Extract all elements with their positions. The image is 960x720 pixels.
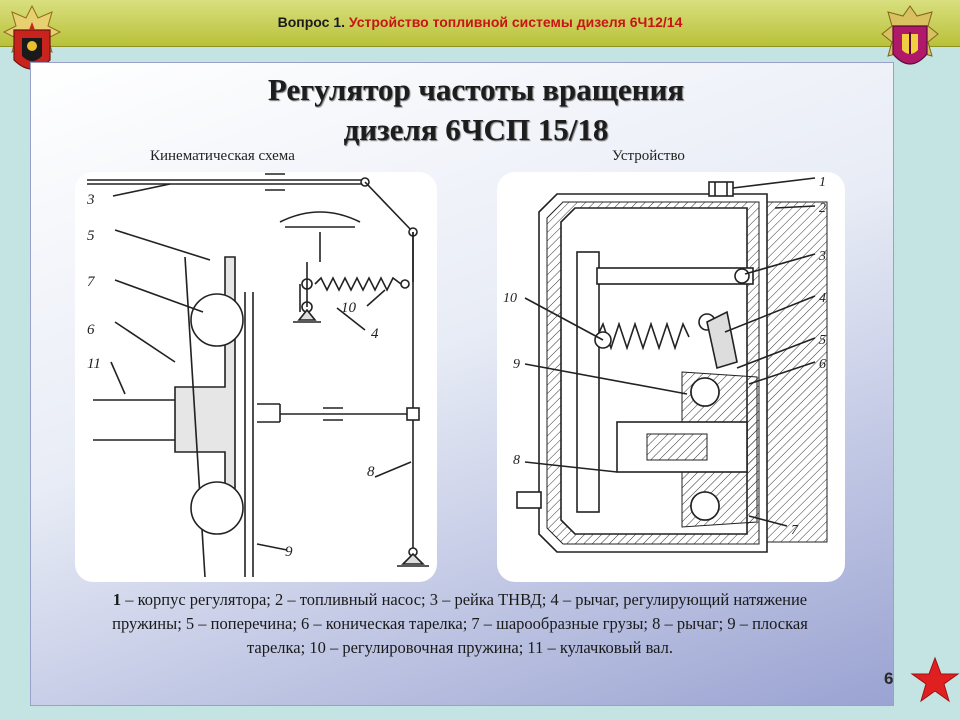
kinematic-label-4: 4 (371, 326, 379, 342)
device-diagram-svg: 1 2 3 10 4 5 6 9 8 7 (503, 175, 828, 553)
branch-emblem-icon (881, 5, 939, 65)
device-label-10: 10 (503, 291, 517, 306)
legend-first-number: 1 (112, 590, 122, 609)
question-topic: Устройство топливной системы дизеля 6Ч12… (348, 14, 683, 30)
header-title: Вопрос 1. Устройство топливной системы д… (0, 14, 960, 30)
device-label-2: 2 (819, 201, 826, 216)
kinematic-diagram-svg: 3 5 7 6 11 10 4 8 9 (86, 173, 429, 578)
kinematic-label-8: 8 (367, 464, 375, 480)
kinematic-caption: Кинематическая схема (150, 148, 295, 164)
kinematic-label-9: 9 (285, 544, 293, 560)
kinematic-label-11: 11 (87, 356, 101, 372)
device-label-8: 8 (513, 453, 520, 468)
device-label-6: 6 (819, 357, 826, 372)
kinematic-label-7: 7 (87, 274, 96, 290)
legend-text: 1 – корпус регулятора; 2 – топливный нас… (100, 588, 820, 660)
page-number: 6 (884, 669, 894, 688)
device-diagram: 1 2 3 10 4 5 6 9 8 7 (497, 172, 845, 582)
kinematic-label-6: 6 (87, 322, 95, 338)
device-label-5: 5 (819, 333, 826, 348)
kinematic-label-5: 5 (87, 228, 95, 244)
slide-title: Регулятор частоты вращения дизеля 6ЧСП 1… (0, 70, 952, 150)
red-star-icon (910, 656, 960, 703)
army-emblem-icon (2, 4, 62, 70)
device-label-9: 9 (513, 357, 520, 372)
slide-title-line1: Регулятор частоты вращения (267, 72, 685, 107)
question-prefix: Вопрос 1. (277, 14, 345, 30)
device-label-4: 4 (819, 291, 826, 306)
kinematic-diagram: 3 5 7 6 11 10 4 8 9 (75, 172, 437, 582)
slide-title-line2: дизеля 6ЧСП 15/18 (343, 112, 609, 147)
legend-body: – корпус регулятора; 2 – топливный насос… (112, 590, 808, 657)
device-label-1: 1 (819, 175, 826, 190)
header-bar (0, 0, 960, 47)
device-label-3: 3 (818, 249, 826, 264)
kinematic-label-10: 10 (341, 300, 357, 316)
kinematic-label-3: 3 (86, 192, 95, 208)
device-caption: Устройство (612, 148, 685, 164)
device-label-7: 7 (791, 523, 799, 538)
